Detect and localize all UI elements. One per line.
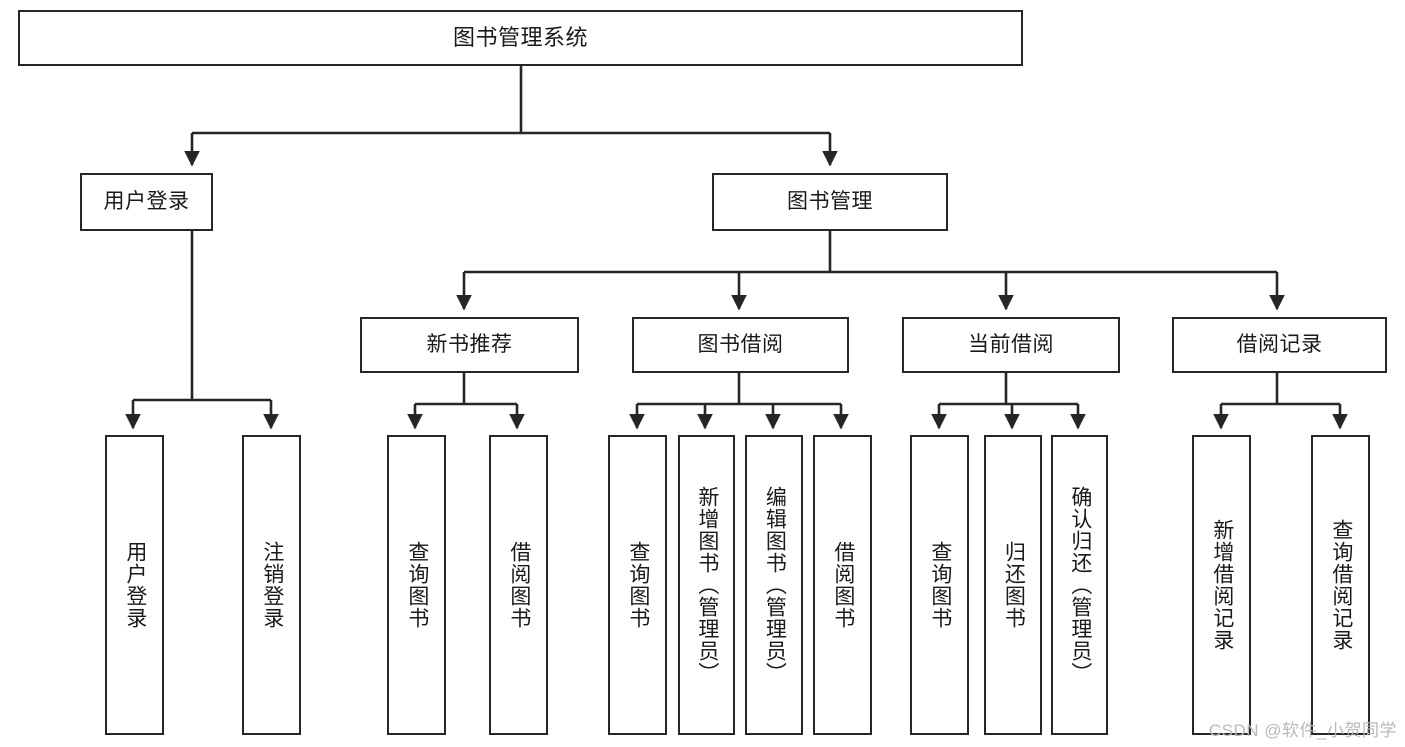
node-leaf-borrow-book-1[interactable]: 借阅图书 xyxy=(489,435,548,735)
node-leaf-query-book-2[interactable]: 查询图书 xyxy=(608,435,667,735)
node-current-borrow-label: 当前借阅 xyxy=(968,332,1054,356)
node-leaf-return-book[interactable]: 归还图书 xyxy=(984,435,1042,735)
node-book-manage[interactable]: 图书管理 xyxy=(712,173,948,231)
node-user-login[interactable]: 用户登录 xyxy=(80,173,213,231)
node-leaf-confirm-return[interactable]: 确认归还（管理员） xyxy=(1051,435,1108,735)
node-new-book-rec-label: 新书推荐 xyxy=(426,332,513,356)
node-book-borrow-label: 图书借阅 xyxy=(697,332,784,356)
node-leaf-user-login[interactable]: 用户登录 xyxy=(105,435,164,735)
node-leaf-query-record[interactable]: 查询借阅记录 xyxy=(1311,435,1370,735)
node-leaf-add-record-label: 新增借阅记录 xyxy=(1210,519,1234,651)
node-leaf-borrow-book-2[interactable]: 借阅图书 xyxy=(813,435,872,735)
node-borrow-record-label: 借阅记录 xyxy=(1236,332,1323,356)
node-leaf-edit-book[interactable]: 编辑图书（管理员） xyxy=(745,435,803,735)
node-leaf-query-record-label: 查询借阅记录 xyxy=(1329,519,1353,651)
node-leaf-add-book[interactable]: 新增图书（管理员） xyxy=(678,435,735,735)
node-leaf-add-record[interactable]: 新增借阅记录 xyxy=(1192,435,1251,735)
node-borrow-record[interactable]: 借阅记录 xyxy=(1172,317,1387,373)
node-leaf-user-login-label: 用户登录 xyxy=(123,541,147,629)
watermark-text: CSDN @软件_小贺同学 xyxy=(1208,721,1397,740)
node-leaf-query-book-3-label: 查询图书 xyxy=(928,541,952,629)
node-leaf-borrow-book-2-label: 借阅图书 xyxy=(831,541,855,629)
node-leaf-add-book-label: 新增图书（管理员） xyxy=(695,486,719,684)
node-leaf-query-book-3[interactable]: 查询图书 xyxy=(910,435,969,735)
node-new-book-rec[interactable]: 新书推荐 xyxy=(360,317,579,373)
node-current-borrow[interactable]: 当前借阅 xyxy=(902,317,1120,373)
node-book-borrow[interactable]: 图书借阅 xyxy=(632,317,849,373)
node-leaf-borrow-book-1-label: 借阅图书 xyxy=(507,541,531,629)
node-user-login-label: 用户登录 xyxy=(103,189,190,213)
node-leaf-query-book-2-label: 查询图书 xyxy=(626,541,650,629)
node-leaf-confirm-return-label: 确认归还（管理员） xyxy=(1068,486,1092,684)
node-leaf-query-book-1-label: 查询图书 xyxy=(405,541,429,629)
node-root-label: 图书管理系统 xyxy=(452,25,588,51)
node-leaf-logout-label: 注销登录 xyxy=(260,541,284,629)
node-leaf-edit-book-label: 编辑图书（管理员） xyxy=(763,486,787,684)
node-book-manage-label: 图书管理 xyxy=(787,189,873,213)
node-leaf-return-book-label: 归还图书 xyxy=(1002,541,1026,629)
node-root[interactable]: 图书管理系统 xyxy=(18,10,1023,66)
node-leaf-query-book-1[interactable]: 查询图书 xyxy=(387,435,446,735)
node-leaf-logout[interactable]: 注销登录 xyxy=(242,435,301,735)
